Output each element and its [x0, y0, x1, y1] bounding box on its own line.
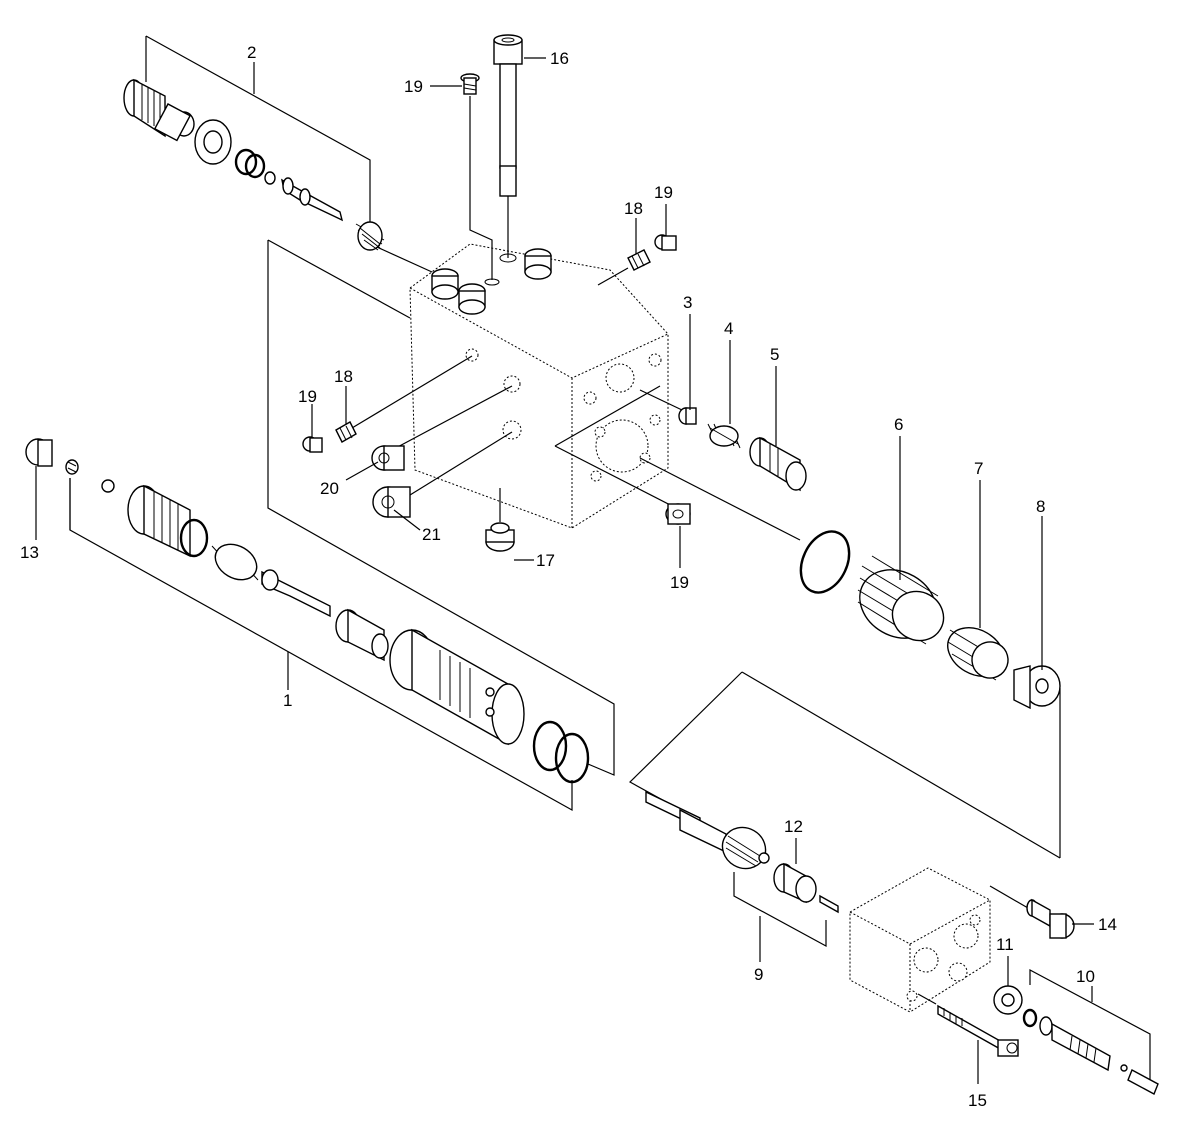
part-10-adjusting-screw [1039, 1016, 1159, 1095]
part-19-plug-side [665, 503, 691, 525]
callout-6: 6 [894, 415, 903, 434]
callout-21: 21 [422, 525, 441, 544]
callout-20: 20 [320, 479, 339, 498]
part-12-sleeve [773, 862, 839, 914]
part-13-plug [25, 438, 115, 493]
callout-11: 11 [996, 935, 1014, 954]
callout-3: 3 [683, 293, 692, 312]
part-17-nut [485, 522, 515, 552]
part-5-adjuster [749, 436, 807, 492]
part-16-long-bolt [493, 34, 523, 197]
callout-2: 2 [247, 43, 256, 62]
callout-17: 17 [536, 551, 555, 570]
callout-8: 8 [1036, 497, 1045, 516]
part-2-relief-cartridge [123, 78, 385, 251]
secondary-valve-block [849, 867, 991, 1013]
part-1-main-cartridge [127, 484, 590, 784]
callout-19-top: 19 [404, 77, 423, 96]
part-20-plug [371, 445, 405, 471]
callout-10: 10 [1076, 967, 1095, 986]
main-valve-block [409, 243, 669, 529]
callout-5: 5 [770, 345, 779, 364]
callout-16: 16 [550, 49, 569, 68]
assembly-leader-lines [69, 35, 1151, 1086]
part-11-nut [993, 985, 1038, 1028]
part-9-spool [645, 790, 770, 870]
callout-19-side: 19 [670, 573, 689, 592]
callout-9: 9 [754, 965, 763, 984]
part-8-spring-cap [1013, 665, 1061, 710]
large-o-ring [799, 530, 851, 594]
callout-15: 15 [968, 1091, 987, 1110]
part-19-plug-top [460, 73, 480, 95]
callout-19-upper-right: 19 [654, 183, 673, 202]
part-14-fitting [1026, 898, 1075, 939]
part-7-spring [947, 627, 1009, 681]
callout-7: 7 [974, 459, 983, 478]
callout-18-left: 18 [334, 367, 353, 386]
part-4-spring [707, 423, 741, 449]
callout-18-upper: 18 [624, 199, 643, 218]
callout-19-left: 19 [298, 387, 317, 406]
callout-4: 4 [724, 319, 733, 338]
part-15-bolt [937, 1004, 1019, 1084]
callout-1: 1 [283, 691, 292, 710]
callout-labels: 1 2 3 4 5 6 7 8 9 10 11 12 13 14 15 16 1… [20, 43, 1117, 1110]
callout-leader-lines [35, 57, 1094, 1002]
part-18-setscrew-left [335, 421, 357, 443]
callout-14: 14 [1098, 915, 1117, 934]
part-18-setscrew-upper [627, 249, 651, 271]
callout-12: 12 [784, 817, 803, 836]
part-19-plug-left [302, 436, 323, 453]
part-3-seat [678, 407, 697, 425]
part-19-plug-upper-right [654, 234, 677, 251]
part-6-large-spring [857, 555, 945, 645]
part-21-plug [372, 486, 411, 518]
callout-13: 13 [20, 543, 39, 562]
